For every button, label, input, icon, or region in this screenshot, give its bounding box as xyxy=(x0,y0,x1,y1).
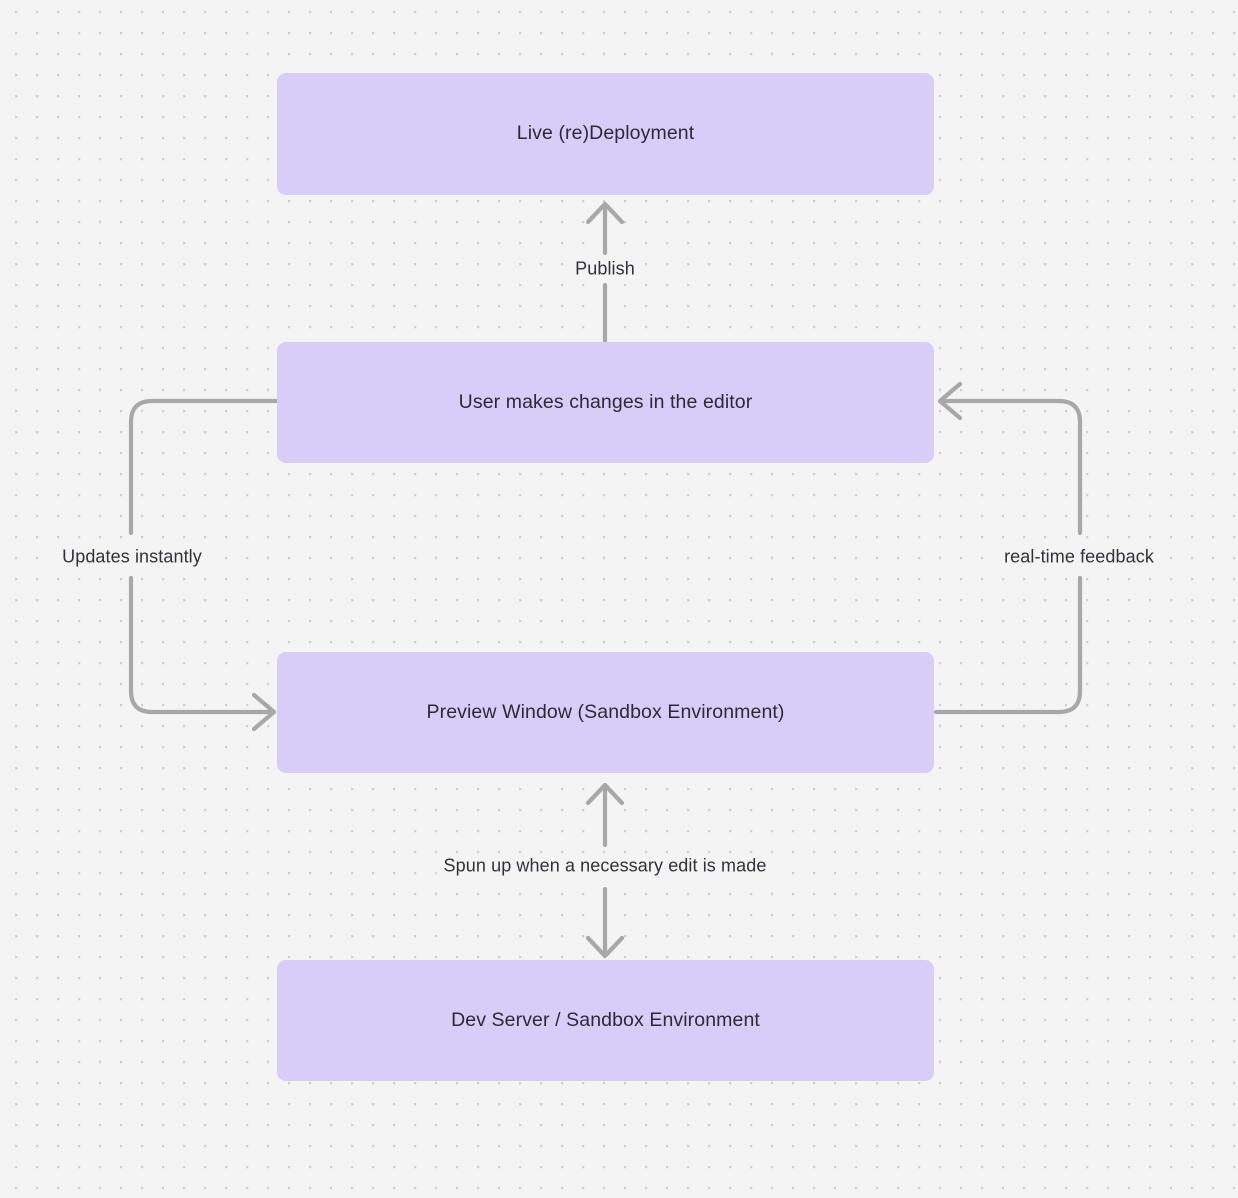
edge-label-real-time-feedback: real-time feedback xyxy=(997,544,1161,570)
edge-label-spun-up: Spun up when a necessary edit is made xyxy=(436,853,774,879)
node-live-deployment[interactable]: Live (re)Deployment xyxy=(277,73,934,195)
edge-publish-arrowhead xyxy=(585,201,625,225)
edge-label-updates-instantly: Updates instantly xyxy=(55,544,209,570)
node-user-edits[interactable]: User makes changes in the editor xyxy=(277,342,934,463)
node-label: Preview Window (Sandbox Environment) xyxy=(426,700,785,723)
edge-label-publish: Publish xyxy=(568,256,642,282)
edge-feedback-line-upper xyxy=(938,398,1083,536)
edge-spunup-arrowhead-up xyxy=(585,782,625,806)
node-label: User makes changes in the editor xyxy=(458,390,753,413)
edge-updates-line-upper xyxy=(128,398,280,536)
edge-feedback-arrowhead xyxy=(937,381,963,421)
edge-feedback-line-lower xyxy=(933,575,1083,715)
node-label: Dev Server / Sandbox Environment xyxy=(451,1008,760,1031)
node-preview-window[interactable]: Preview Window (Sandbox Environment) xyxy=(277,652,934,773)
edge-updates-arrowhead xyxy=(251,692,277,732)
node-label: Live (re)Deployment xyxy=(516,122,695,145)
node-dev-server[interactable]: Dev Server / Sandbox Environment xyxy=(277,960,934,1081)
edge-updates-line-lower xyxy=(128,575,275,715)
edge-spunup-arrowhead-down xyxy=(585,935,625,959)
